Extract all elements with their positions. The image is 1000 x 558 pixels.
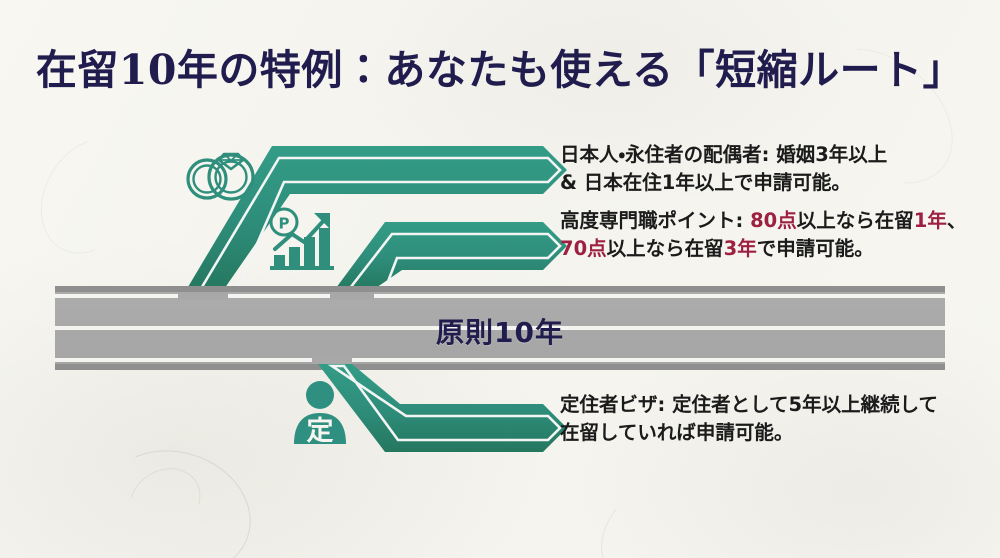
callout-spouse: 日本人・永住者の配偶者: 婚姻3年以上 & 日本在住1年以上で申請可能。 <box>560 141 887 196</box>
callout-points-stay-3y: 3年 <box>723 236 757 260</box>
callout-settler-line1-tail: 定住者として5年以上継続して <box>672 393 938 416</box>
road-main-label: 原則10年 <box>436 316 564 349</box>
callout-settler-heading: 定住者ビザ: <box>560 393 673 416</box>
callout-settler-line2: 在留していれば申請可能。 <box>560 420 794 444</box>
road-line-bottom <box>55 358 945 362</box>
merge-gap-settler <box>312 356 352 364</box>
callout-points-score-80: 80点 <box>750 209 797 232</box>
wedding-rings-icon <box>186 152 255 201</box>
callout-points-line2-tail: で申請可能。 <box>756 236 874 260</box>
callout-points: 高度専門職ポイント: 80点以上なら在留1年、 70点以上なら在留3年で申請可能… <box>560 207 966 262</box>
page-title: 在留10年の特例：あなたも使える「短縮ルート」 <box>35 46 965 94</box>
merge-gap-points <box>330 292 374 300</box>
points-badge-letter: P <box>279 215 290 233</box>
points-growth-chart-icon: P <box>269 207 334 270</box>
callout-spouse-line2: & 日本在住1年以上で申請可能。 <box>560 170 851 194</box>
branch-ramp-settler <box>318 364 567 452</box>
branch-ramp-points <box>333 222 567 294</box>
road-top-edge <box>55 286 945 292</box>
branch-ramp-spouse <box>185 146 567 294</box>
settler-badge-letter: 定 <box>307 416 334 447</box>
callout-points-heading: 高度専門職ポイント: <box>560 209 751 232</box>
callout-spouse-line1-tail: 婚姻3年以上 <box>776 143 888 166</box>
callout-points-line1: 高度専門職ポイント: 80点以上なら在留1年、 <box>560 207 966 235</box>
road-line-top <box>55 294 945 298</box>
callout-points-line2: 70点以上なら在留3年で申請可能。 <box>560 235 966 263</box>
main-road <box>55 286 945 370</box>
callout-points-line1-tail: 、 <box>946 209 967 232</box>
callout-points-line1-mid: 以上なら在留 <box>796 209 914 232</box>
callout-points-line2-mid: 以上なら在留 <box>606 236 724 260</box>
ramp-body-settler <box>318 364 567 452</box>
ramp-centre-line-spouse <box>196 156 562 294</box>
callout-points-score-70: 70点 <box>560 236 607 260</box>
road-line-middle <box>55 326 945 330</box>
settler-person-icon: 定 <box>294 381 346 447</box>
callout-settler-line1: 定住者ビザ: 定住者として5年以上継続して <box>560 391 938 419</box>
callout-settler: 定住者ビザ: 定住者として5年以上継続して 在留していれば申請可能。 <box>560 391 938 446</box>
ramp-centre-line-settler <box>327 364 562 442</box>
callout-spouse-heading: 日本人・永住者の配偶者: <box>560 143 777 166</box>
road-bottom-edge <box>55 364 945 370</box>
callout-points-stay-1y: 1年 <box>913 209 947 232</box>
callout-spouse-line1: 日本人・永住者の配偶者: 婚姻3年以上 <box>560 141 887 169</box>
merge-gap-spouse <box>178 292 228 300</box>
